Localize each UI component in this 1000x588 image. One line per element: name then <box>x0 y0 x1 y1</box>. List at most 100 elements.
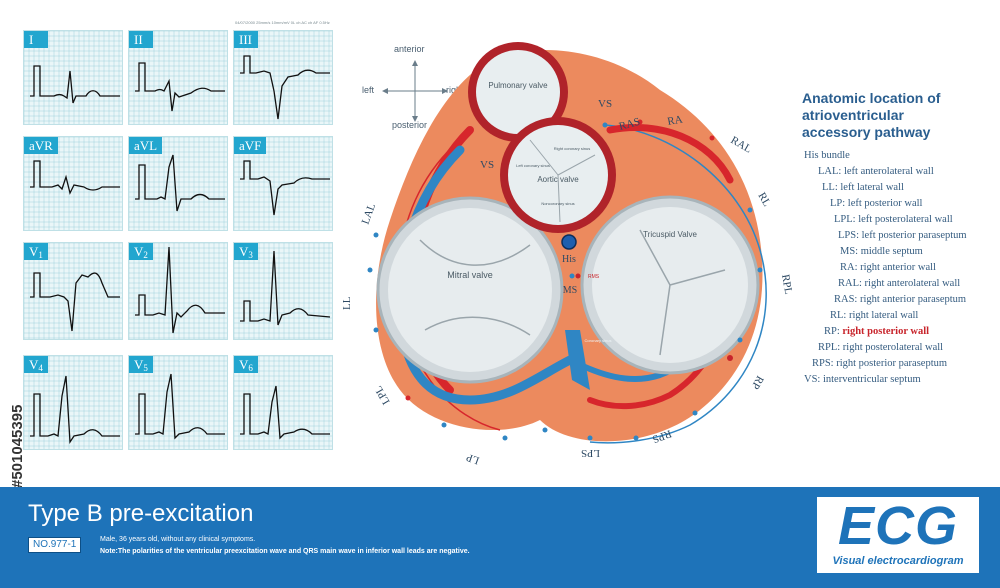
ecg-grid <box>129 31 227 124</box>
lpl-label: LPL <box>372 383 392 406</box>
legend-item: RAS: right anterior paraseptum <box>834 294 967 305</box>
right-coronary-artery-upper <box>606 123 734 184</box>
his-label: His <box>562 254 576 265</box>
ecg-panel-aVL: aVL <box>128 136 228 231</box>
legend-item: His bundle <box>804 150 850 161</box>
lead-label: V2 <box>129 243 153 260</box>
ecg-grid <box>24 31 122 124</box>
lal-label: LAL <box>360 202 379 226</box>
legend-item: VS: interventricular septum <box>804 374 921 385</box>
ecg-grid <box>24 137 122 230</box>
ecg-panel-I: I <box>23 30 123 125</box>
stock-watermark: #501045395 <box>9 405 26 488</box>
legend-item: RPL: right posterolateral wall <box>818 342 944 353</box>
rp-label: RP <box>749 374 766 392</box>
lead-label: aVR <box>24 137 58 154</box>
aortic-cusp-lines <box>529 139 596 223</box>
vs-left-label: VS <box>480 159 494 171</box>
legend-item-rp: RP: right posterior wall <box>824 326 930 337</box>
lead-label: V6 <box>234 356 258 373</box>
pulmonary-valve <box>476 50 560 134</box>
mitral-valve-inner <box>388 208 552 372</box>
legend-item: MS: middle septum <box>840 246 923 257</box>
logo-subtitle: Visual electrocardiogram <box>832 555 964 567</box>
legend-item: RPS: right posterior paraseptum <box>812 358 948 369</box>
coronary-sinus-label: Coronary sinus <box>585 338 612 343</box>
patient-info: Male, 36 years old, without any clinical… <box>100 536 256 543</box>
lead-label: III <box>234 31 258 48</box>
lp-label: LP <box>465 451 481 467</box>
lead-label: V5 <box>129 356 153 373</box>
mitral-valve-label: Mitral valve <box>447 270 493 280</box>
lead-label: V4 <box>24 356 48 373</box>
legend-item: RL: right lateral wall <box>830 310 919 321</box>
ecg-panel-V5: V5 <box>128 355 228 450</box>
legend-item: RA: right anterior wall <box>840 262 936 273</box>
ecg-panel-aVF: aVF <box>233 136 333 231</box>
mitral-leaflet-lines <box>419 239 531 336</box>
aortic-valve-label: Aortic valve <box>537 175 579 184</box>
ecg-panel-III: III <box>233 30 333 125</box>
rpl-label: RPL <box>779 273 794 295</box>
legend-title: Anatomic location of atrioventricular ac… <box>802 90 941 140</box>
case-number: NO.977-1 <box>28 537 82 553</box>
ecg-panel-aVR: aVR <box>23 136 123 231</box>
rl-label: RL <box>755 191 773 209</box>
logo-word: ECG <box>837 496 959 556</box>
right-ring-path <box>589 124 767 444</box>
ral-label: RAL <box>729 134 754 156</box>
ll-label: LL <box>341 296 353 310</box>
ecg-grid <box>24 243 122 339</box>
lead-label: V3 <box>234 243 258 260</box>
lead-label: II <box>129 31 153 48</box>
case-note: Note:The polarities of the ventricular p… <box>100 548 470 555</box>
ras-label: RAS <box>618 116 642 133</box>
ecg-grid <box>234 356 332 449</box>
legend-item: RAL: right anterolateral wall <box>838 278 961 289</box>
ecg-panel-V2: V2 <box>128 242 228 340</box>
ecg-panel-V1: V1 <box>23 242 123 340</box>
ecg-grid <box>234 243 332 339</box>
footer-title: Type B pre-excitation <box>28 500 254 527</box>
lead-label: I <box>24 31 48 48</box>
pathway-dots <box>367 119 763 441</box>
ecg-grid <box>24 356 122 449</box>
right-coronary-sinus-label: Right coronary sinus <box>554 146 590 151</box>
svg-text:#501045395: #501045395 <box>9 405 26 488</box>
ecg-grid <box>129 137 227 230</box>
lead-label: aVF <box>234 137 267 154</box>
pulmonary-valve-label: Pulmonary valve <box>488 81 548 90</box>
ecg-panel-V3: V3 <box>233 242 333 340</box>
ra-label: RA <box>666 113 683 127</box>
legend-item: LPL: left posterolateral wall <box>834 214 953 225</box>
left-coronary-sinus-label: Left coronary sinus <box>516 163 550 168</box>
ecg-panel-V4: V4 <box>23 355 123 450</box>
legend-item: LP: left posterior wall <box>830 198 923 209</box>
lps-label: LPS <box>581 447 600 459</box>
legend-item: LL: left lateral wall <box>822 182 904 193</box>
ecg-grid <box>129 356 227 449</box>
coronary-sinus-ostium <box>565 330 590 390</box>
vs-top-label: VS <box>598 98 612 110</box>
heart-valve-diagram: Mitral valve Tricuspid Valve Pulmonary v… <box>341 42 794 467</box>
rms-marker <box>575 273 581 279</box>
ecg-grid <box>234 137 332 230</box>
orientation-cross <box>382 60 448 122</box>
left-label: left <box>362 85 375 95</box>
tricuspid-valve-label: Tricuspid Valve <box>643 230 697 239</box>
ecg-panel-II: II <box>128 30 228 125</box>
ecg-panel-V6: V6 <box>233 355 333 450</box>
anterior-label: anterior <box>394 44 425 54</box>
legend-item: LAL: left anterolateral wall <box>818 166 934 177</box>
ecg-logo: ECG Visual electrocardiogram <box>817 497 979 573</box>
right-label: right <box>446 85 464 95</box>
ms-marker <box>569 273 575 279</box>
ecg-grid <box>129 243 227 339</box>
noncoronary-sinus-label: Noncoronary sinus <box>541 201 574 206</box>
his-marker <box>561 234 577 250</box>
lead-label: aVL <box>129 137 163 154</box>
lead-label: V1 <box>24 243 48 260</box>
posterior-label: posterior <box>392 120 428 130</box>
ms-label: MS <box>563 285 577 296</box>
tricuspid-leaflet-lines <box>639 229 726 356</box>
